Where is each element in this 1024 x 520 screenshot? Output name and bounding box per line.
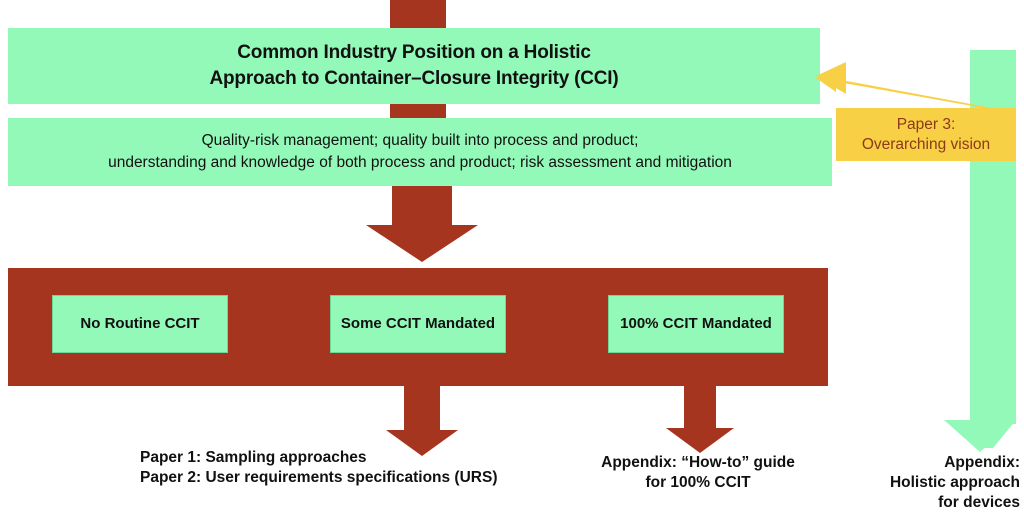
arrow-principles-to-categories — [366, 186, 478, 262]
category-box-100-ccit-mandated[interactable]: 100% CCIT Mandated — [608, 295, 784, 353]
arrowhead-holistic-devices — [944, 420, 1016, 448]
title-band: Common Industry Position on a Holistic A… — [8, 28, 820, 104]
arrowhead-holistic-devices-solid — [944, 420, 1016, 452]
callout-paper3-overarching-vision[interactable]: Paper 3: Overarching vision — [836, 108, 1016, 161]
category-box-no-routine-ccit[interactable]: No Routine CCIT — [52, 295, 228, 353]
principles-line-2: understanding and knowledge of both proc… — [108, 154, 732, 171]
arrow-categories-to-howto — [666, 386, 734, 453]
title-line-1: Common Industry Position on a Holistic — [237, 42, 591, 64]
arrow-paper3-head — [816, 62, 846, 94]
connector-mid-stub — [390, 104, 446, 118]
arrow-categories-to-papers — [386, 386, 458, 456]
title-line-2: Approach to Container–Closure Integrity … — [209, 68, 619, 89]
caption-appendix-how-to-guide: Appendix: “How-to” guide for 100% CCIT — [601, 454, 795, 492]
caption-appendix-holistic-devices: Appendix: Holistic approach for devices — [889, 454, 1020, 512]
principles-line-1: Quality-risk management; quality built i… — [201, 131, 639, 149]
principles-band: Quality-risk management; quality built i… — [8, 118, 832, 186]
caption-papers-1-and-2: Paper 1: Sampling approaches Paper 2: Us… — [140, 449, 498, 487]
category-box-some-ccit-mandated[interactable]: Some CCIT Mandated — [330, 295, 506, 353]
bracket-holistic-devices — [824, 50, 1016, 424]
connector-top-stub — [390, 0, 446, 28]
